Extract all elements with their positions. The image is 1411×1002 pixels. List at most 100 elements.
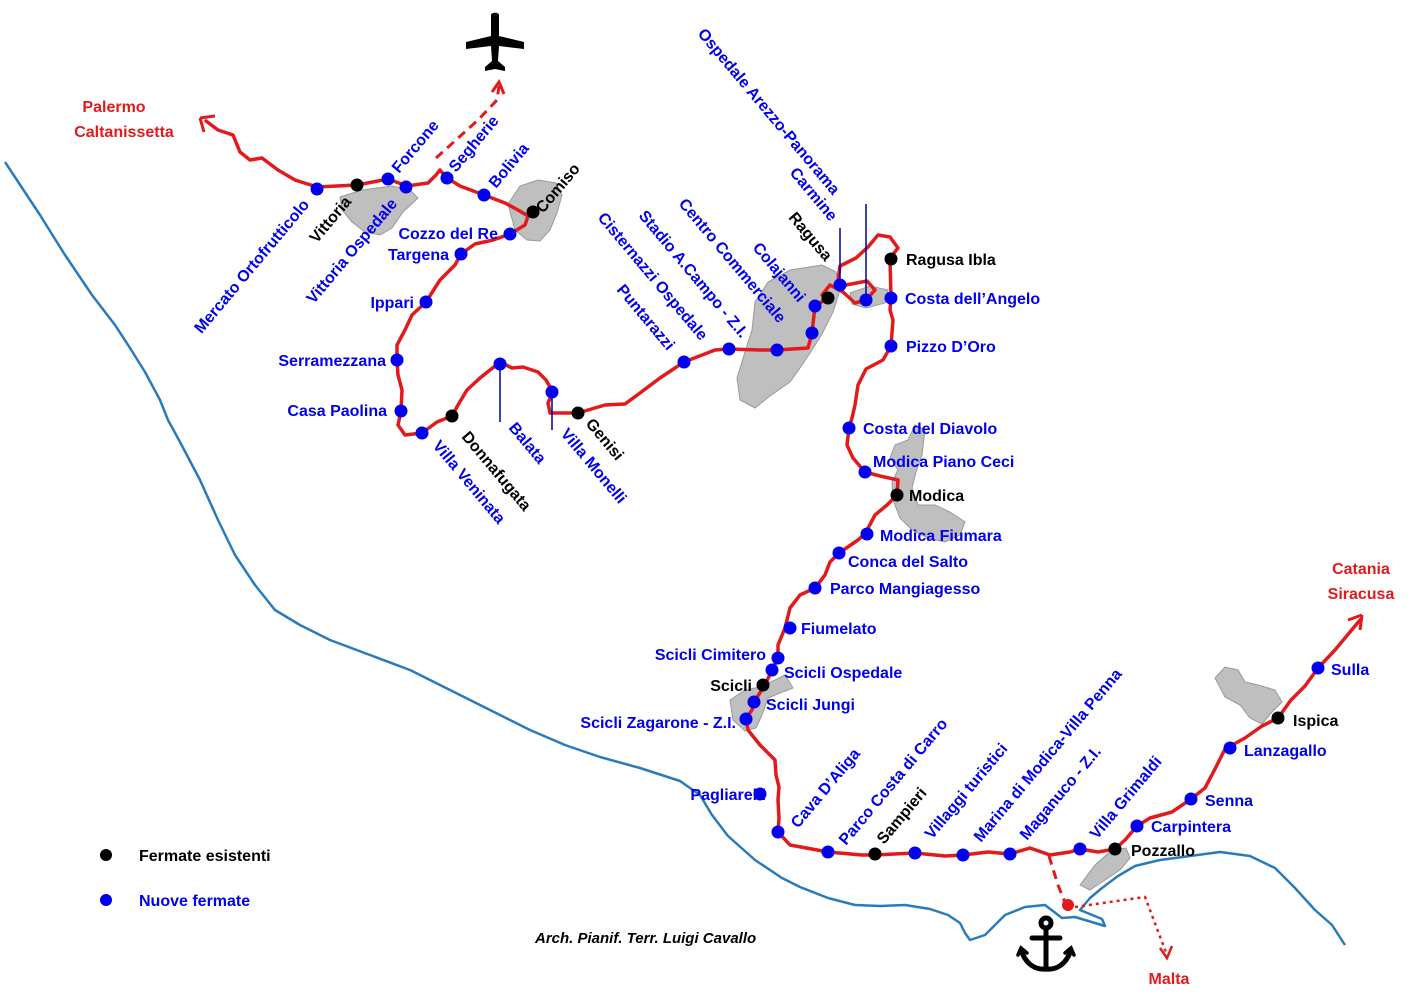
stop-label-modica-piano-ceci: Modica Piano Ceci — [873, 454, 1014, 471]
stop-dot-serramezzana — [390, 353, 404, 367]
legend-existing-dot — [100, 849, 112, 861]
stop-dot-cisternazzi-ospedale — [722, 342, 736, 356]
destination-malta: Malta — [1149, 971, 1190, 988]
stop-dot-modica — [890, 488, 904, 502]
stop-label-targena: Targena — [388, 247, 449, 264]
stop-label-senna: Senna — [1205, 793, 1253, 810]
arrow-northwest — [198, 114, 216, 133]
destination-palermo: Palermo — [82, 99, 145, 116]
stop-dot-ispica — [1271, 711, 1285, 725]
stop-dot-vittoria-ospedale — [399, 180, 413, 194]
anchor-icon — [1016, 915, 1076, 972]
stop-label-costa-dellangelo: Costa dell’Angelo — [905, 291, 1040, 308]
stop-label-serramezzana: Serramezzana — [278, 353, 386, 370]
stop-label-cozzo-del-re: Cozzo del Re — [398, 226, 498, 243]
railway-line — [204, 119, 1362, 858]
stop-dot-sulla — [1311, 661, 1325, 675]
destination-caltanissetta: Caltanissetta — [74, 124, 174, 141]
airport-branch-arrow — [490, 78, 506, 95]
legend-existing-label: Fermate esistenti — [139, 848, 271, 865]
destination-catania: Catania — [1332, 561, 1390, 578]
stop-dot-mercato-ortofrutticolo — [310, 182, 324, 196]
stop-dot-pizzo-doro — [884, 339, 898, 353]
stop-label-forcone: Forcone — [389, 117, 443, 176]
stop-dot-sampieri — [868, 847, 882, 861]
stop-dot-scicli-jungi — [747, 695, 761, 709]
stop-dot-villaggi-turistici — [908, 846, 922, 860]
stop-label-pozzallo: Pozzallo — [1131, 843, 1195, 860]
stop-label-conca-del-salto: Conca del Salto — [848, 554, 968, 571]
leader-lines — [499, 204, 867, 430]
legend-new-dot — [100, 894, 112, 906]
stop-dot-costa-dellangelo — [884, 291, 898, 305]
town-pozzallo — [1079, 847, 1131, 891]
stop-label-scicli-zagarone-z-i: Scicli Zagarone - Z.I. — [580, 715, 736, 732]
author-credit: Arch. Pianif. Terr. Luigi Cavallo — [534, 930, 756, 947]
stop-dot-parco-costa-di-carro — [821, 845, 835, 859]
stop-label-modica: Modica — [909, 488, 964, 505]
malta-route — [1074, 895, 1169, 956]
port-point — [1062, 899, 1074, 911]
coastline — [3, 161, 1347, 946]
stop-label-ispica: Ispica — [1293, 713, 1338, 730]
stop-dot-segherie — [440, 171, 454, 185]
stop-dot-genisi — [571, 406, 585, 420]
stop-label-scicli-ospedale: Scicli Ospedale — [784, 665, 902, 682]
stop-dot-centro-commerciale — [805, 326, 819, 340]
legend-new-label: Nuove fermate — [139, 893, 250, 910]
stop-dot-maganuco-z-i — [1003, 847, 1017, 861]
stop-dot-ippari — [419, 295, 433, 309]
stop-label-modica-fiumara: Modica Fiumara — [880, 528, 1002, 545]
destination-siracusa: Siracusa — [1328, 586, 1395, 603]
stop-dot-scicli — [756, 678, 770, 692]
stop-label-ospedale-arezzo-panorama: Ospedale Arezzo-Panorama — [694, 26, 843, 199]
stop-dot-puntarazzi — [677, 355, 691, 369]
stop-label-parco-mangiagesso: Parco Mangiagesso — [830, 581, 981, 598]
stop-dot-villa-veninata — [415, 426, 429, 440]
stop-dot-forcone — [381, 172, 395, 186]
town-ispica — [1214, 666, 1283, 725]
stop-dot-scicli-ospedale — [765, 663, 779, 677]
legend: Fermate esistenti Nuove fermate — [100, 848, 271, 910]
airport-branch — [434, 85, 501, 160]
stop-dot-parco-mangiagesso — [808, 581, 822, 595]
stop-dot-ospedale-arezzo-panorama — [859, 293, 873, 307]
stop-dot-comiso — [526, 205, 540, 219]
malta-route-arrow — [1158, 945, 1174, 961]
stop-dot-modica-piano-ceci — [858, 465, 872, 479]
stop-dot-carpintera — [1130, 819, 1144, 833]
stop-dot-modica-fiumara — [860, 527, 874, 541]
stop-label-balata: Balata — [505, 420, 549, 468]
stop-dot-casa-paolina — [394, 404, 408, 418]
airplane-icon — [466, 12, 524, 71]
stop-label-costa-del-diavolo: Costa del Diavolo — [863, 421, 997, 438]
stop-label-mercato-ortofrutticolo: Mercato Ortofrutticolo — [191, 196, 313, 336]
stop-dot-cava-daliga — [771, 825, 785, 839]
stop-dot-scicli-zagarone-z-i — [739, 712, 753, 726]
stop-dot-stadio-a-campo-z-i — [770, 343, 784, 357]
stop-dot-vittoria — [350, 178, 364, 192]
stop-label-scicli: Scicli — [710, 678, 752, 695]
stop-label-sulla: Sulla — [1331, 662, 1369, 679]
stop-dot-villa-grimaldi — [1073, 842, 1087, 856]
stop-label-scicli-jungi: Scicli Jungi — [766, 697, 855, 714]
stop-label-ippari: Ippari — [370, 295, 414, 312]
stop-dot-pagliarelli — [753, 787, 767, 801]
stop-dot-carmine — [833, 278, 847, 292]
stop-label-pagliarelli: Pagliarelli — [690, 787, 766, 804]
stop-dot-scicli-cimitero — [771, 651, 785, 665]
stop-dot-balata — [493, 357, 507, 371]
port-branch — [1047, 855, 1068, 906]
stop-label-ragusa-ibla: Ragusa Ibla — [906, 252, 996, 269]
stop-label-vittoria: Vittoria — [307, 194, 355, 247]
stop-label-casa-paolina: Casa Paolina — [287, 403, 387, 420]
stop-dot-bolivia — [477, 188, 491, 202]
stop-dot-donnafugata — [445, 409, 459, 423]
stop-dot-ragusa-ibla — [884, 252, 898, 266]
stop-label-scicli-cimitero: Scicli Cimitero — [655, 647, 766, 664]
town-vittoria — [339, 185, 419, 236]
stop-dot-fiumelato — [783, 621, 797, 635]
stop-dot-senna — [1184, 792, 1198, 806]
